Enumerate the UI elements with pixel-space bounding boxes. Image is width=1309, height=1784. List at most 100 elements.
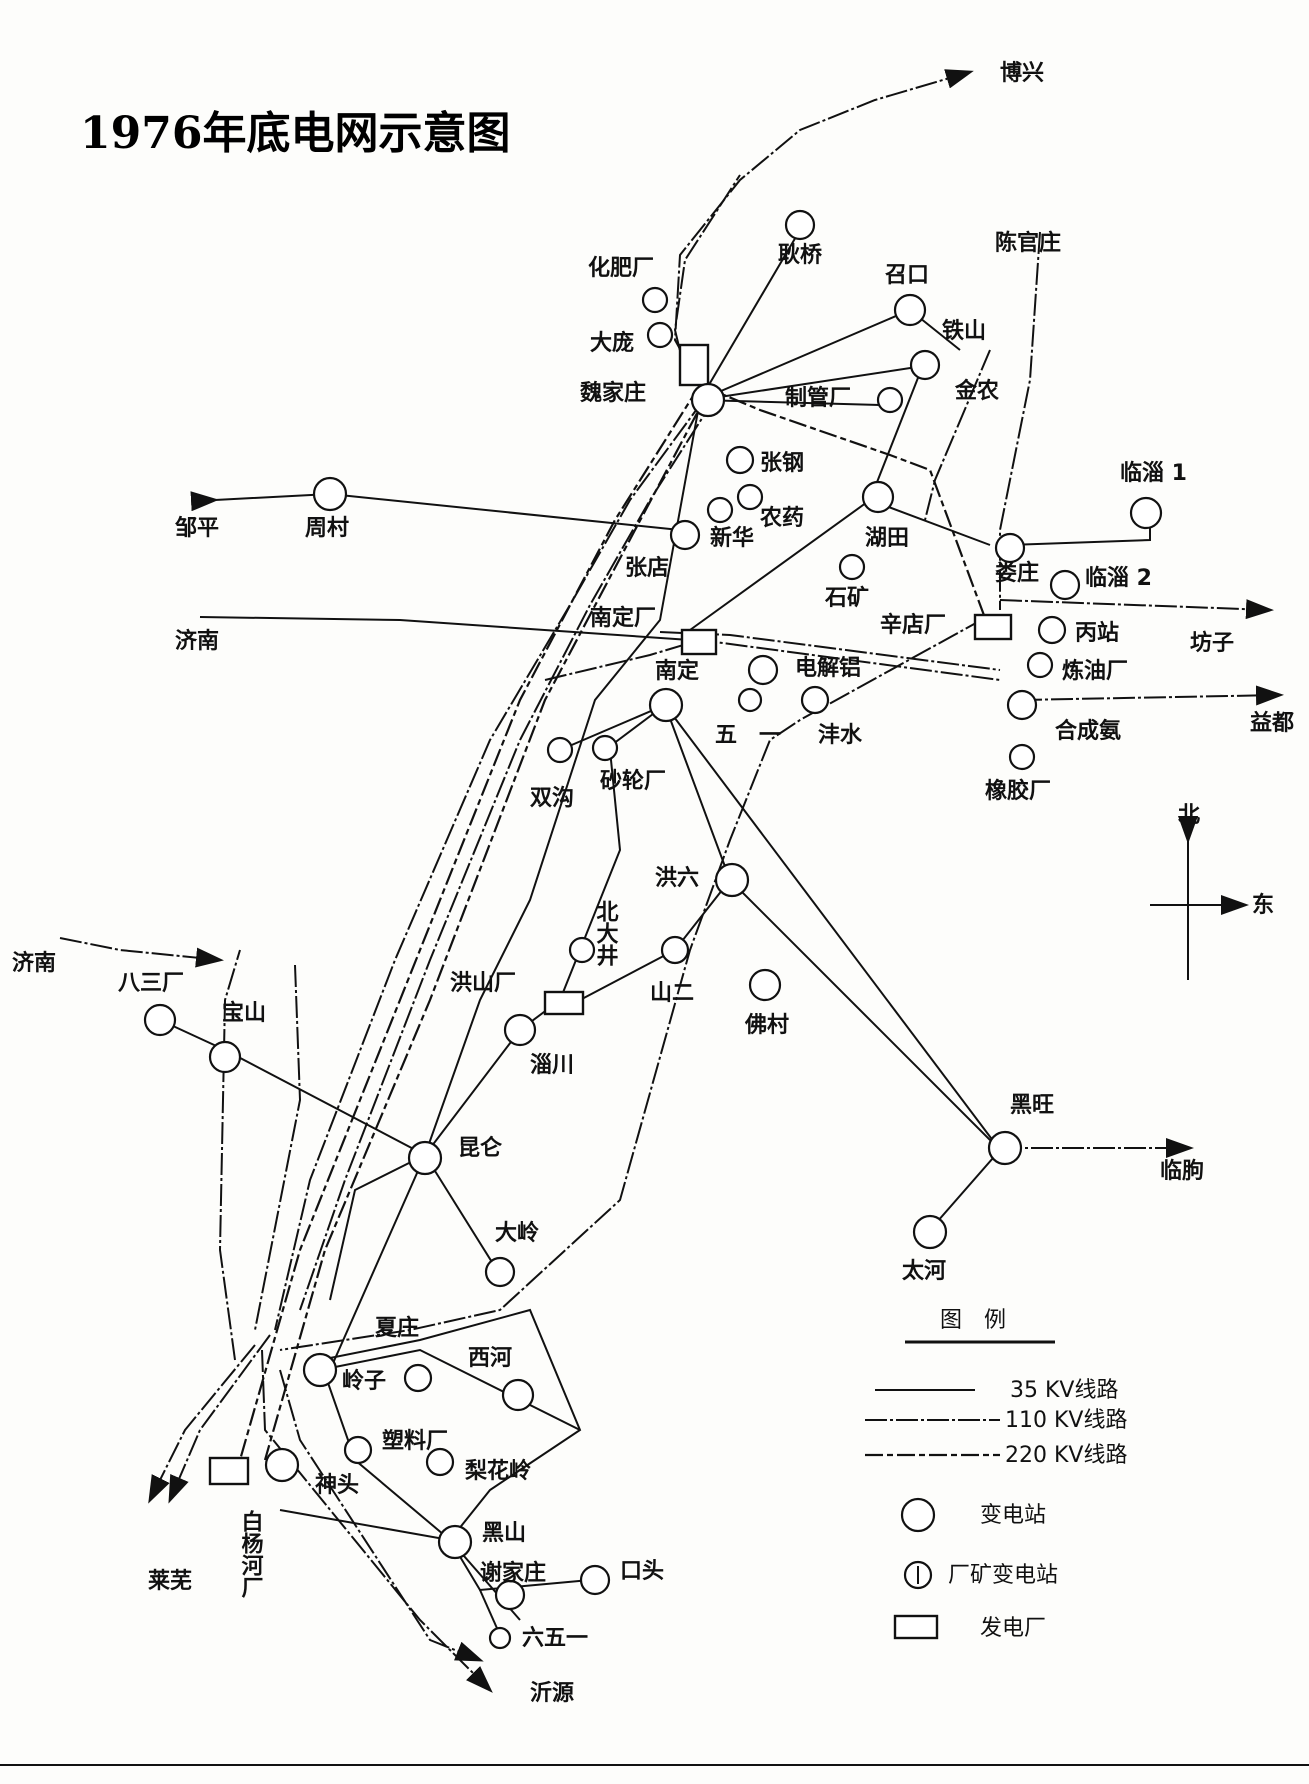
label-shalunchang: 砂轮厂 <box>600 768 666 794</box>
station-wuyi-1 <box>737 687 763 713</box>
station-xihe <box>501 1378 535 1412</box>
label-baoshan: 宝山 <box>222 1000 266 1026</box>
station-kunlun <box>407 1140 443 1176</box>
line-110-to-laiwu-1 <box>168 1334 271 1504</box>
station-dianjielv <box>747 654 779 686</box>
label-focun: 佛村 <box>744 1013 789 1038</box>
line-35-kunlun-west <box>329 1154 426 1301</box>
plant-baiyanghe <box>208 1456 250 1486</box>
label-laiwu: 莱芜 <box>148 1568 192 1594</box>
station-lianyou <box>1026 651 1054 679</box>
plant-nanding <box>680 628 718 656</box>
label-zhangdian: 张店 <box>625 556 669 581</box>
label-xiazhuang: 夏庄 <box>375 1315 419 1341</box>
station-linzi1 <box>1129 496 1163 530</box>
station-tieshan <box>909 349 941 381</box>
legend-35kv-label: 35 KV线路 <box>1010 1378 1118 1403</box>
label-lingzi: 岭子 <box>342 1368 386 1394</box>
compass-north-label: 北 <box>1178 803 1200 828</box>
line-35-daling <box>424 1154 501 1276</box>
station-xiazhuang <box>302 1352 338 1388</box>
label-hongshanchang: 洪山厂 <box>450 971 516 996</box>
line-35-xihe-loop <box>319 1308 582 1541</box>
line-110-chenguan <box>999 231 1041 610</box>
station-xiejiazhuang <box>494 1579 526 1611</box>
label-zhoucun: 周村 <box>305 516 349 541</box>
line-35-beidajing <box>559 749 622 1001</box>
label-tieshan: 铁山 <box>942 318 986 344</box>
station-hutian <box>861 480 895 514</box>
label-hutian: 湖田 <box>865 526 909 551</box>
label-nanding: 南定 <box>655 658 699 684</box>
station-lingzi <box>403 1363 433 1393</box>
line-35-jinan <box>199 616 691 641</box>
station-zhoucun <box>312 476 348 512</box>
station-shaner <box>660 935 690 965</box>
line-35-linzi1 <box>1009 515 1151 546</box>
station-shikuang <box>838 553 866 581</box>
label-xinhua: 新华 <box>710 525 754 551</box>
plant-xindian <box>973 613 1013 641</box>
station-hecheng <box>1006 689 1038 721</box>
label-dalu: 大庞 <box>590 330 634 356</box>
label-lianyouchang: 炼油厂 <box>1062 658 1128 684</box>
label-linzi2: 临淄 2 <box>1085 565 1152 591</box>
line-110-baiyang-jinan <box>218 949 241 1361</box>
station-focun <box>748 968 782 1002</box>
station-nongyao <box>736 483 764 511</box>
station-zichuan <box>503 1013 537 1047</box>
label-weijiazhuang: 魏家庄 <box>579 380 646 406</box>
plant-weijiazhuang-aux <box>678 343 710 387</box>
line-110-weijia-south-2 <box>274 397 706 1331</box>
label-daling: 大岭 <box>495 1220 539 1246</box>
station-shuanggou <box>546 736 574 764</box>
label-gengqiao: 耿桥 <box>778 242 822 268</box>
station-hongliu <box>714 862 750 898</box>
line-35-shuanggou <box>559 704 666 751</box>
label-fengshui: 沣水 <box>818 723 863 748</box>
line-220-weijia-baiyang-2 <box>263 384 713 1461</box>
station-qiaozhuang <box>994 532 1026 564</box>
station-basanchang <box>143 1003 177 1037</box>
line-220-weijia-baiyang-1 <box>238 384 701 1461</box>
label-nongyao: 农药 <box>759 505 804 531</box>
line-110-east-west <box>544 638 1001 681</box>
label-shuanggou: 双沟 <box>530 785 574 811</box>
legend-220kv-label: 220 KV线路 <box>1005 1443 1127 1468</box>
label-lihualing: 梨花岭 <box>465 1458 531 1484</box>
station-lihualing <box>425 1447 455 1477</box>
line-35-baoshan-kunlun <box>224 1049 426 1156</box>
label-wuyi: 五 一 <box>715 723 781 748</box>
power-plants <box>208 343 1013 1486</box>
label-xiejiazhuang: 谢家庄 <box>480 1560 546 1586</box>
diagram-title: 1976年底电网示意图 <box>80 108 510 159</box>
line-110-hecheng-baiyang <box>279 617 986 1351</box>
label-jinnong: 金农 <box>954 378 999 404</box>
station-zhangdian <box>669 519 701 551</box>
label-qiaozhuang: 娄庄 <box>995 560 1039 586</box>
label-xihe: 西河 <box>468 1346 512 1371</box>
station-liuwuyi <box>488 1626 512 1650</box>
station-zhiguan <box>876 386 904 414</box>
legend-substation-symbol <box>900 1497 936 1533</box>
legend-factory-substation-label: 厂矿变电站 <box>948 1563 1058 1588</box>
station-huafei <box>641 286 669 314</box>
legend: 图 例 35 KV线路 110 KV线路 220 KV线路 变电站 厂矿变电站 … <box>865 1308 1127 1641</box>
label-basanchang: 八三厂 <box>118 971 184 996</box>
label-bingzhan: 丙站 <box>1075 621 1119 646</box>
line-110-jinan-west <box>59 937 224 968</box>
label-liuwuyi: 六五一 <box>522 1626 588 1651</box>
label-boxing: 博兴 <box>1000 60 1044 86</box>
legend-110kv-label: 110 KV线路 <box>1005 1408 1127 1433</box>
line-35-zhiguan <box>699 399 881 406</box>
line-35-gengqiao <box>699 229 801 401</box>
label-huafeichang: 化肥厂 <box>588 255 654 281</box>
line-110-to-boxing <box>673 69 974 386</box>
station-linzi2 <box>1049 569 1081 601</box>
line-35-wuyi-heiwang <box>664 704 1001 1151</box>
substations <box>143 209 1163 1650</box>
label-hechengan: 合成氨 <box>1055 718 1121 744</box>
label-shikuang: 石矿 <box>824 585 869 611</box>
label-jinan-2: 济南 <box>12 950 56 976</box>
station-koutou <box>579 1564 611 1596</box>
